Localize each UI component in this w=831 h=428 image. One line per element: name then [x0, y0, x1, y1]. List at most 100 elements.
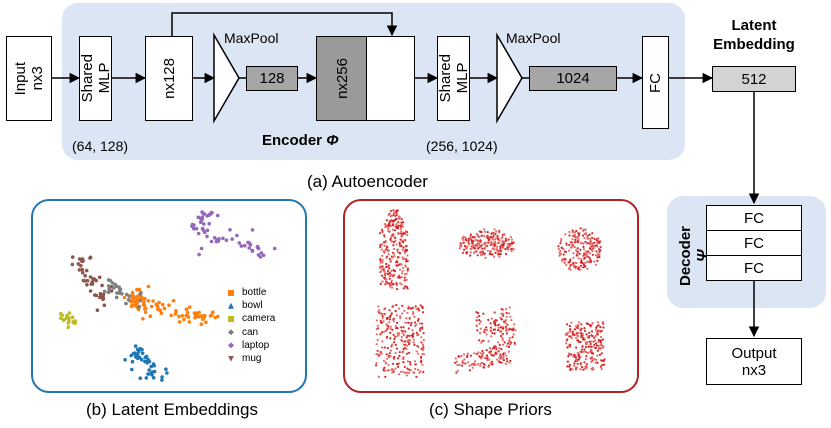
prior-point-can	[405, 371, 409, 374]
embedding-point-laptop	[190, 222, 195, 227]
prior-point-can	[420, 355, 423, 359]
prior-point-can	[402, 370, 405, 373]
prior-point-laptop	[455, 371, 458, 374]
embedding-point-mug	[80, 259, 84, 264]
embedding-point-bottle	[210, 313, 214, 317]
prior-point-mug	[583, 338, 586, 341]
prior-point-can	[381, 317, 384, 320]
maxpool-2-label: MaxPool	[506, 30, 561, 46]
prior-point-laptop	[490, 317, 493, 320]
embedding-point-bottle	[177, 320, 182, 324]
prior-point-camera	[584, 265, 587, 268]
prior-point-can	[413, 343, 416, 346]
prior-point-bottle	[405, 250, 408, 253]
prior-point-mug	[568, 352, 571, 355]
prior-point-bowl	[479, 252, 482, 255]
prior-point-bottle	[398, 251, 401, 255]
prior-point-mug	[581, 334, 584, 337]
embedding-point-laptop	[214, 239, 219, 244]
embedding-point-laptop	[207, 221, 211, 226]
embedding-point-bowl	[139, 357, 144, 362]
legend-label-camera: camera	[242, 313, 276, 325]
prior-point-camera	[596, 245, 599, 248]
prior-point-camera	[584, 261, 587, 264]
prior-point-bottle	[390, 240, 394, 243]
embedding-point-mug	[100, 283, 104, 288]
prior-point-laptop	[466, 354, 469, 357]
prior-point-bottle	[399, 224, 402, 227]
prior-point-camera	[563, 261, 566, 264]
prior-point-camera	[590, 242, 593, 245]
prior-point-mug	[602, 322, 605, 325]
prior-point-can	[399, 315, 402, 318]
prior-point-mug	[574, 366, 577, 369]
prior-point-bottle	[379, 232, 382, 235]
prior-point-laptop	[460, 354, 463, 358]
prior-point-bottle	[405, 244, 408, 248]
prior-point-laptop	[505, 345, 508, 348]
prior-point-laptop	[499, 354, 502, 357]
prior-point-laptop	[483, 356, 487, 359]
prior-point-can	[380, 321, 383, 324]
prior-point-mug	[586, 341, 589, 344]
prior-point-can	[390, 368, 393, 371]
prior-point-laptop	[502, 359, 505, 362]
prior-point-bottle	[383, 234, 386, 237]
prior-point-bottle	[397, 232, 400, 235]
embedding-point-laptop	[200, 226, 205, 231]
prior-point-bottle	[405, 260, 408, 263]
prior-point-camera	[559, 249, 562, 252]
prior-point-laptop	[475, 311, 478, 314]
prior-point-camera	[593, 241, 596, 244]
prior-point-laptop	[500, 361, 503, 364]
embedding-point-mug	[85, 283, 89, 287]
prior-point-laptop	[478, 355, 481, 358]
embedding-point-laptop	[196, 215, 201, 220]
prior-point-camera	[576, 247, 579, 250]
prior-point-bottle	[385, 265, 388, 268]
prior-point-camera	[573, 231, 577, 234]
prior-point-laptop	[501, 339, 504, 342]
prior-point-can	[399, 316, 402, 320]
prior-point-mug	[583, 348, 586, 351]
prior-point-bottle	[383, 244, 386, 247]
prior-point-bottle	[381, 261, 384, 264]
prior-point-camera	[559, 242, 562, 245]
prior-point-can	[400, 339, 403, 342]
prior-point-can	[408, 334, 411, 337]
prior-point-mug	[579, 362, 583, 365]
prior-point-can	[400, 326, 403, 329]
prior-point-bottle	[391, 220, 394, 223]
prior-point-camera	[582, 266, 585, 269]
prior-point-can	[410, 307, 413, 310]
embedding-point-mug	[79, 263, 83, 268]
prior-point-can	[422, 353, 425, 356]
prior-point-mug	[602, 326, 605, 329]
embedding-point-laptop	[194, 226, 199, 231]
prior-point-bottle	[383, 276, 386, 279]
prior-point-mug	[578, 321, 581, 324]
embedding-point-bowl	[144, 354, 149, 359]
prior-point-laptop	[482, 362, 485, 365]
prior-point-can	[391, 371, 394, 374]
prior-point-laptop	[475, 319, 478, 322]
embedding-point-bowl	[160, 378, 164, 382]
prior-point-laptop	[482, 351, 485, 355]
embedding-point-laptop	[259, 251, 264, 255]
prior-point-bowl	[483, 252, 486, 255]
prior-point-camera	[559, 239, 563, 243]
prior-point-can	[398, 351, 401, 354]
prior-point-laptop	[461, 361, 464, 364]
prior-point-can	[421, 363, 424, 366]
maxpool-2-shape	[496, 32, 523, 124]
prior-point-mug	[596, 331, 599, 334]
prior-point-can	[375, 328, 378, 331]
prior-point-camera	[565, 244, 568, 247]
latent-title-line1: Latent	[731, 17, 777, 34]
prior-point-mug	[594, 334, 597, 338]
prior-point-mug	[597, 329, 600, 332]
prior-point-can	[380, 352, 383, 355]
embedding-point-bottle	[135, 294, 140, 299]
latent-title-line2: Embedding	[713, 36, 795, 53]
prior-point-laptop	[501, 314, 505, 317]
